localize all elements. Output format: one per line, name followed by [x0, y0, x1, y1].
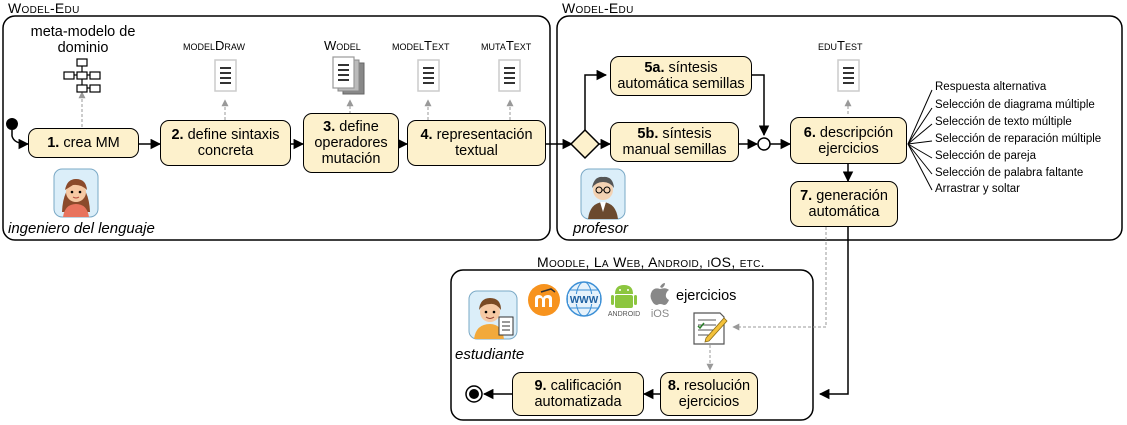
step3-number: 3.	[323, 119, 336, 135]
exercises-document-icon	[693, 312, 728, 345]
mutatext-document-icon	[498, 59, 521, 92]
step2-box: 2. define sintaxis concreta	[160, 120, 291, 166]
ios-text: iOS	[651, 308, 669, 319]
step5b-text: síntesis manual semillas	[622, 126, 727, 158]
step3-text: define operadores mutación	[314, 119, 388, 167]
step6-number: 6.	[803, 124, 816, 141]
step5a-text: síntesis automática semillas	[617, 60, 745, 92]
step4-box: 4. representación textual	[407, 120, 546, 166]
arrow-5a-merge	[752, 74, 770, 137]
arrow-decision-5a	[584, 69, 608, 130]
step9-text: calificación automatizada	[534, 378, 622, 410]
step9-number: 9.	[534, 378, 547, 394]
estudiante-label: estudiante	[455, 346, 525, 363]
exercises-label: ejercicios	[676, 288, 737, 304]
android-text: ANDROID	[608, 311, 640, 318]
left-panel-title: Wodel-Edu	[8, 0, 80, 16]
step3-box: 3. define operadores mutación	[303, 113, 399, 173]
step7-number: 7.	[800, 188, 813, 204]
exercise-type-item: Selección de pareja	[935, 150, 1037, 162]
metamodel-icon	[63, 58, 101, 93]
link-generation-exercises	[732, 227, 827, 331]
exercise-type-item: Selección de texto múltiple	[935, 116, 1072, 128]
www-text: WWW	[570, 295, 599, 306]
decision-diamond	[569, 128, 601, 160]
step6-text: descripción ejercicios	[818, 124, 894, 157]
exercise-type-item: Selección de diagrama múltiple	[935, 99, 1095, 111]
tool-modeltext-label: modelText	[392, 38, 450, 53]
bottom-panel-frame	[450, 269, 814, 421]
www-icon: WWW	[566, 281, 602, 317]
end-node-inner	[469, 389, 479, 399]
right-panel-title: Wodel-Edu	[562, 0, 634, 16]
step5b-number: 5b.	[637, 126, 659, 142]
tool-modeldraw-label: modelDraw	[183, 38, 246, 53]
left-panel-frame	[2, 15, 551, 241]
merge-node	[757, 137, 771, 151]
modeldraw-document-icon	[214, 59, 237, 92]
language-engineer-label: ingeniero del lenguaje	[8, 220, 155, 237]
step5b-box: 5b. síntesis manual semillas	[610, 122, 739, 162]
moodle-icon	[528, 284, 560, 316]
step1-text: crea MM	[63, 135, 120, 151]
step2-number: 2.	[171, 127, 184, 143]
modeltext-document-icon	[417, 59, 440, 92]
exercise-type-item: Respuesta alternativa	[935, 81, 1047, 93]
step6-box: 6. descripción ejercicios	[790, 117, 907, 164]
step7-box: 7. generación automática	[790, 181, 898, 227]
android-icon: ANDROID	[608, 285, 640, 318]
right-panel-frame	[556, 15, 1123, 241]
exercise-type-brackets	[907, 89, 933, 191]
exercise-type-item: Selección de palabra faltante	[935, 167, 1084, 179]
apple-ios-icon: iOS	[650, 283, 669, 319]
step8-number: 8.	[667, 378, 680, 394]
step8-box: 8. resolución ejercicios	[660, 372, 758, 416]
start-arrow	[11, 130, 30, 150]
tool-wodel-label: Wodel	[324, 38, 361, 53]
exercise-type-item: Arrastrar y soltar	[935, 183, 1020, 195]
profesor-avatar	[580, 168, 626, 220]
tool-mutatext-label: mutaText	[481, 38, 532, 53]
step1-box: 1. crea MM	[28, 128, 139, 158]
edutest-document-icon	[837, 59, 860, 92]
step8-text: resolución ejercicios	[678, 378, 751, 410]
step7-text: generación automática	[808, 188, 888, 220]
exercise-type-item: Selección de reparación múltiple	[935, 133, 1102, 145]
tool-edutest-label: eduTest	[818, 38, 863, 53]
step9-box: 9. calificación automatizada	[512, 372, 644, 416]
step4-number: 4.	[420, 127, 433, 143]
step2-text: define sintaxis concreta	[187, 127, 280, 159]
wodel-documents-icon	[332, 56, 365, 95]
step4-text: representación textual	[436, 127, 533, 159]
step5a-number: 5a.	[644, 60, 665, 76]
start-node	[6, 118, 18, 130]
step5a-box: 5a. síntesis automática semillas	[610, 56, 752, 96]
language-engineer-avatar	[53, 168, 99, 218]
step1-number: 1.	[47, 135, 60, 151]
profesor-label: profesor	[573, 220, 629, 237]
metamodel-label: meta-modelo de dominio	[30, 24, 136, 56]
estudiante-avatar	[468, 290, 518, 340]
bottom-panel-title: Moodle, La Web, Android, iOS, etc.	[537, 254, 765, 270]
arrow-7-8	[818, 227, 849, 400]
